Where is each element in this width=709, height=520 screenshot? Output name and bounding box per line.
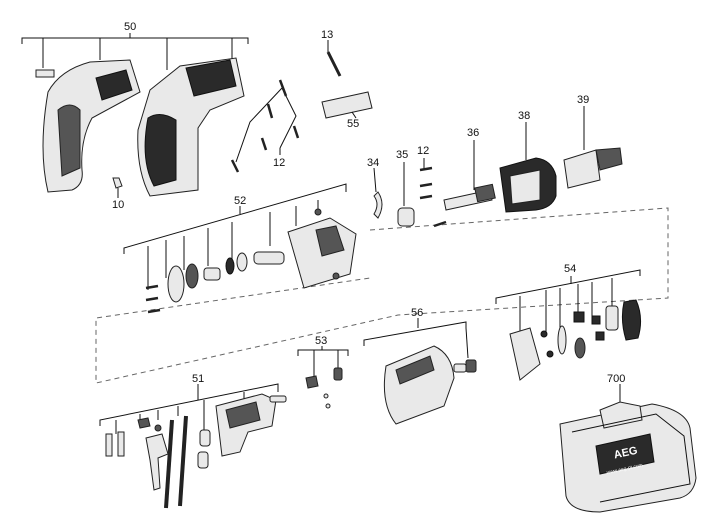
group-56-motor: [363, 318, 477, 425]
label-51: 51: [192, 373, 204, 385]
group-54-clutch: [495, 269, 642, 381]
screws-12-top: [230, 79, 300, 173]
housing-right-top: [185, 59, 237, 97]
case-brand-plate: [595, 433, 655, 475]
label-38: 38: [518, 110, 530, 122]
label-53: 53: [315, 335, 327, 347]
case-brand: AEG: [613, 445, 639, 462]
label-50: 50: [124, 21, 136, 33]
label-13: 13: [321, 29, 333, 41]
part-35-bush: [397, 207, 415, 227]
label-35: 35: [396, 149, 408, 161]
label-700: 700: [607, 373, 625, 385]
label-55: 55: [347, 118, 359, 130]
part-10-clip: [112, 177, 123, 189]
label-12-middle: 12: [417, 145, 429, 157]
label-52: 52: [234, 195, 246, 207]
label-56: 56: [411, 307, 423, 319]
part-700-carry-case: AEG www.aeg-pt.com: [559, 384, 697, 513]
label-34: 34: [367, 157, 379, 169]
label-39: 39: [577, 94, 589, 106]
housing-left-inner: [57, 104, 81, 177]
group-50-housing: [21, 33, 249, 198]
part-55-plate: [321, 91, 373, 119]
part-36-bit-holder: [443, 183, 496, 211]
assembly-dashed-outline: [95, 207, 669, 384]
label-12-top: 12: [273, 157, 285, 169]
group-53-switch-parts: [297, 346, 349, 409]
label-plate: [35, 69, 55, 78]
part-13-screw: [326, 51, 342, 77]
group-52-gearbox: [123, 183, 357, 314]
label-36: 36: [467, 127, 479, 139]
label-54: 54: [564, 263, 576, 275]
part-34-clip: [373, 191, 383, 219]
label-10: 10: [112, 199, 124, 211]
housing-left-top: [95, 69, 133, 101]
handle-grip: [144, 114, 177, 187]
group-51-switch: [99, 383, 287, 509]
part-39-chuck: [563, 147, 623, 189]
screws-12-middle: [419, 158, 447, 228]
